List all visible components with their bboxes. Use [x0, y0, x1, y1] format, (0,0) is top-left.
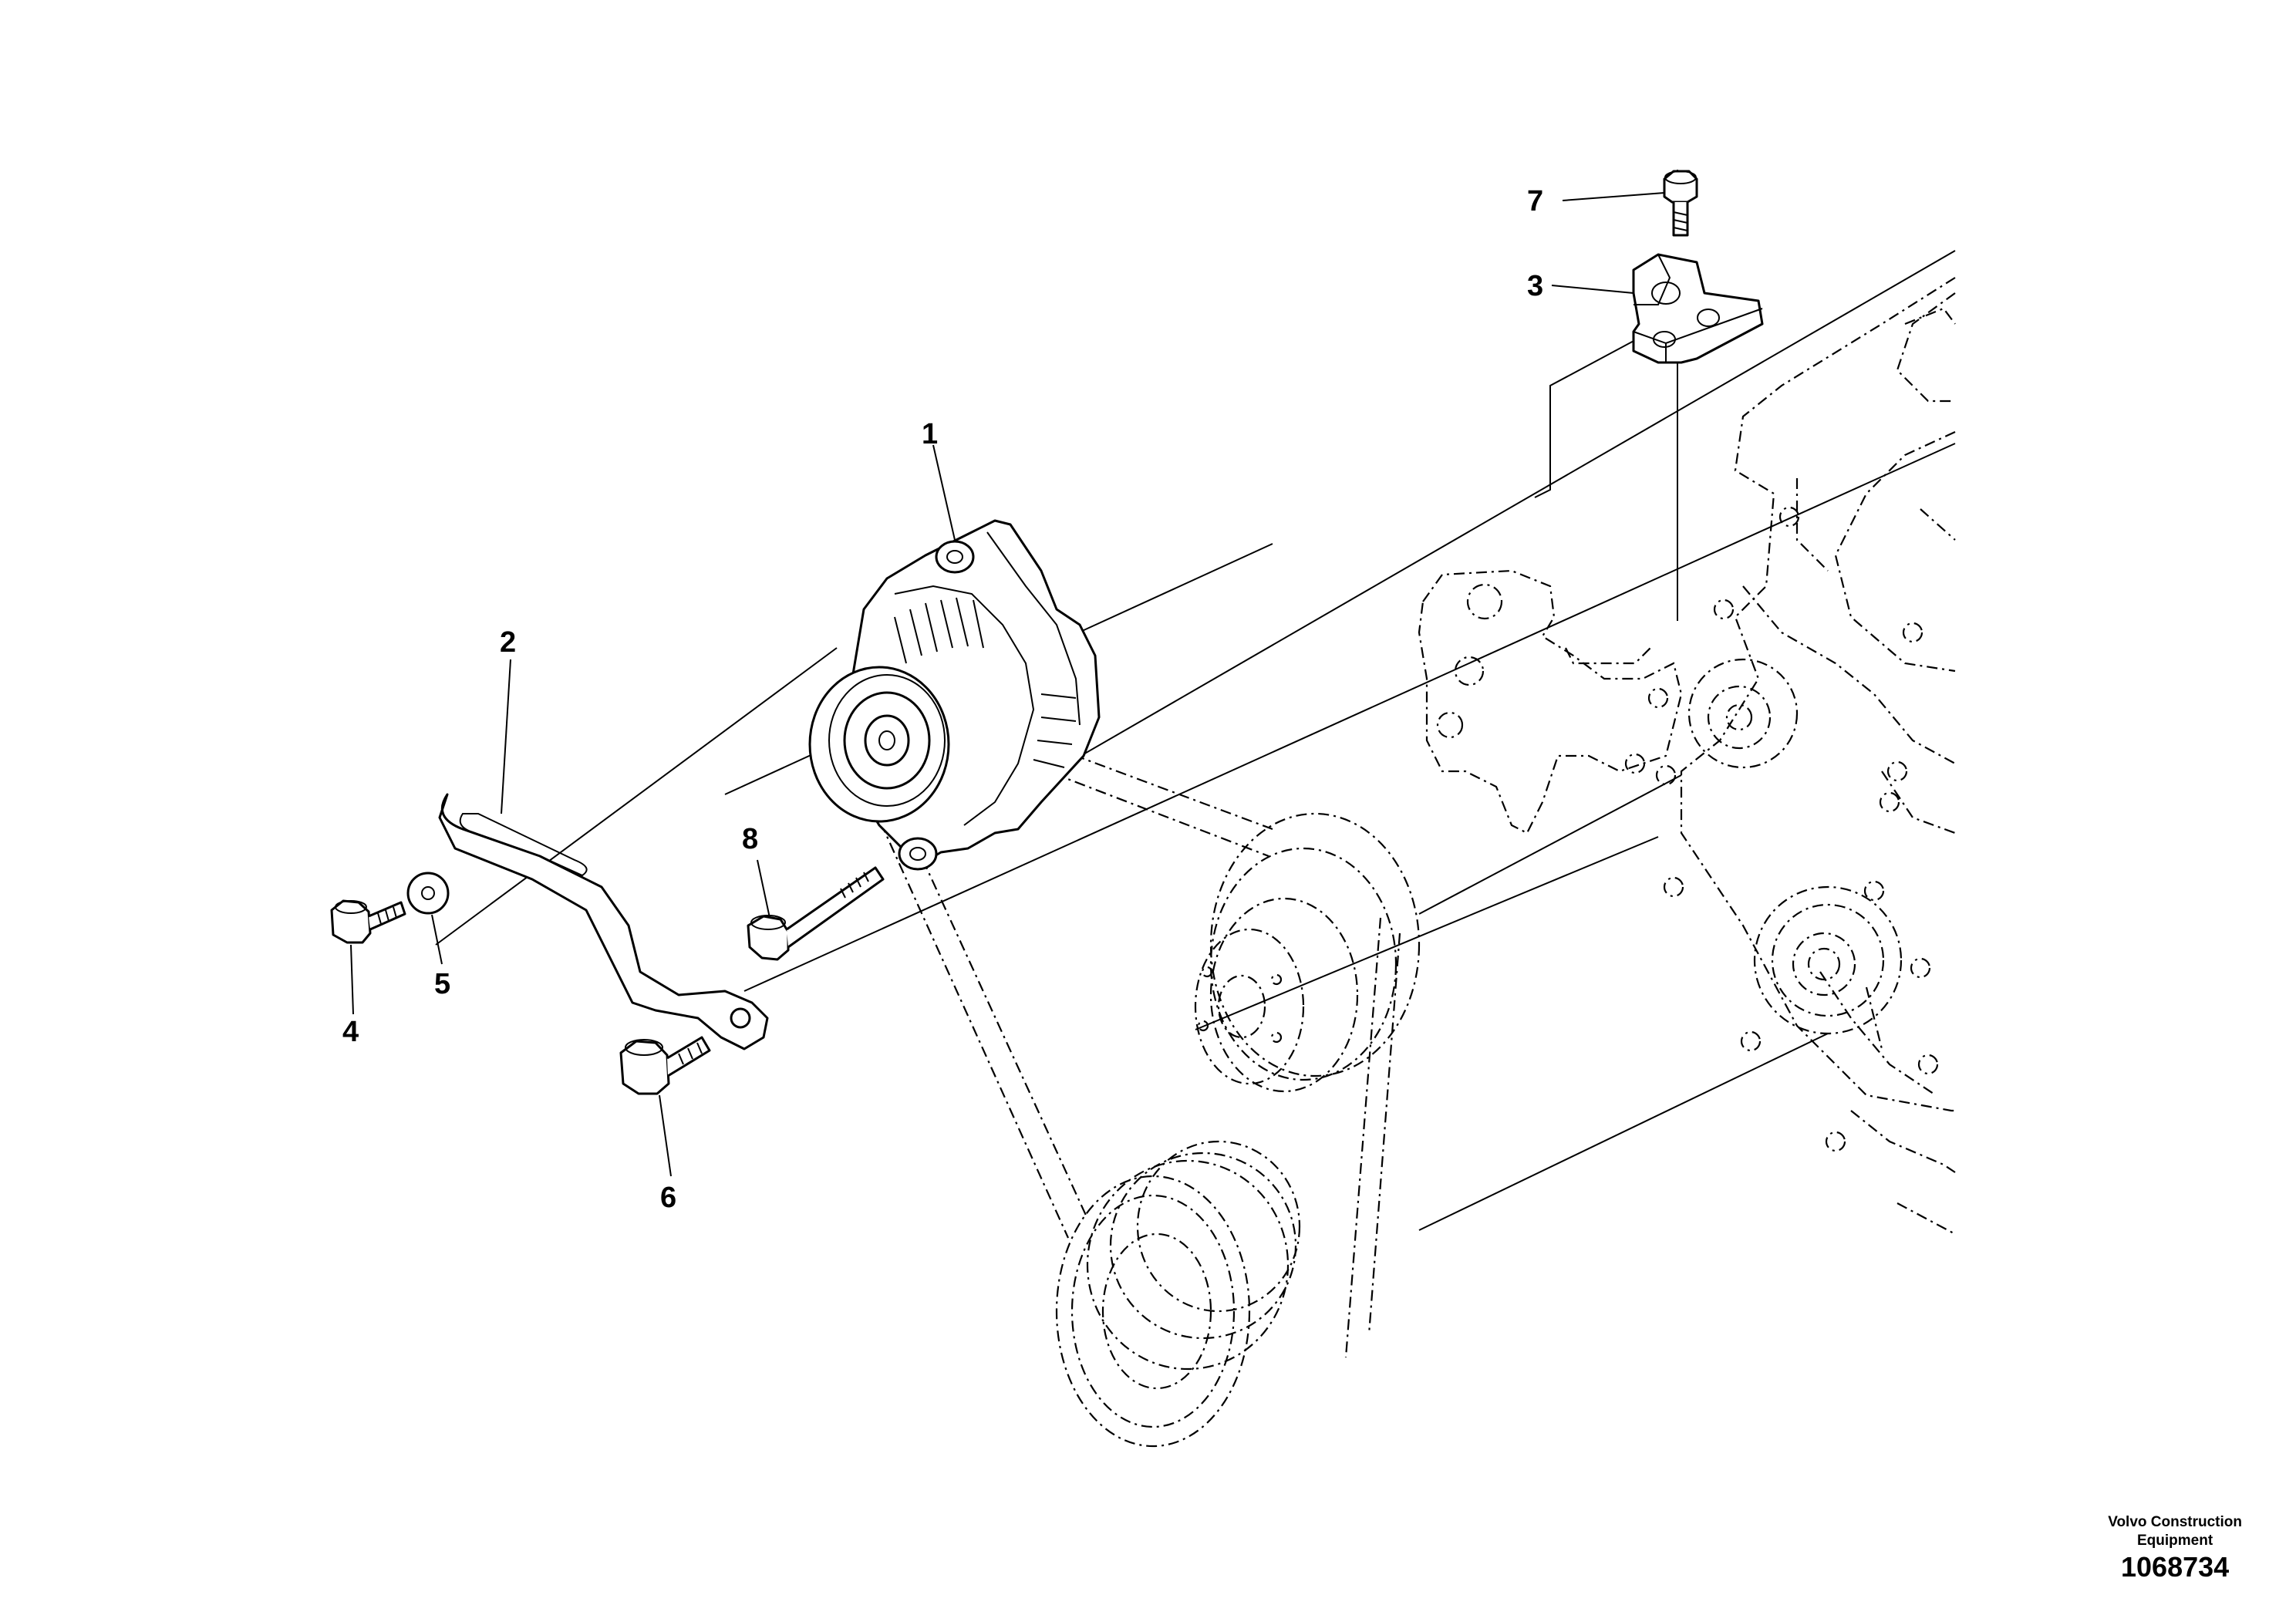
callout-1: 1	[922, 418, 938, 450]
leader-lines	[350, 192, 1665, 1177]
brand-line-1: Volvo Construction	[2108, 1514, 2242, 1530]
callout-7: 7	[1527, 185, 1543, 218]
water-pump-pulley	[1194, 812, 1421, 1093]
long-bolt	[747, 866, 885, 961]
callout-5: 5	[434, 968, 450, 1000]
document-number: 1068734	[2121, 1551, 2230, 1583]
small-bolt	[330, 899, 406, 944]
callout-labels: 1 2 3 4 5 6 7 8	[342, 185, 1543, 1214]
washer	[406, 872, 450, 915]
crankshaft-pulley	[1055, 1140, 1301, 1448]
brand-line-2: Equipment	[2137, 1533, 2213, 1549]
callout-3: 3	[1527, 270, 1543, 302]
callout-8: 8	[742, 823, 758, 855]
alternator	[808, 519, 1101, 871]
adjusting-bracket	[438, 793, 769, 1050]
bracket-bolt	[1663, 170, 1698, 237]
publisher-footer: Volvo Construction Equipment 1068734	[2108, 1513, 2242, 1584]
callout-6: 6	[660, 1182, 676, 1214]
mounting-bracket	[1632, 253, 1764, 364]
callout-4: 4	[342, 1016, 359, 1048]
callout-2: 2	[500, 626, 516, 659]
large-bolt	[619, 1036, 711, 1095]
engine-block	[1418, 277, 1956, 1235]
